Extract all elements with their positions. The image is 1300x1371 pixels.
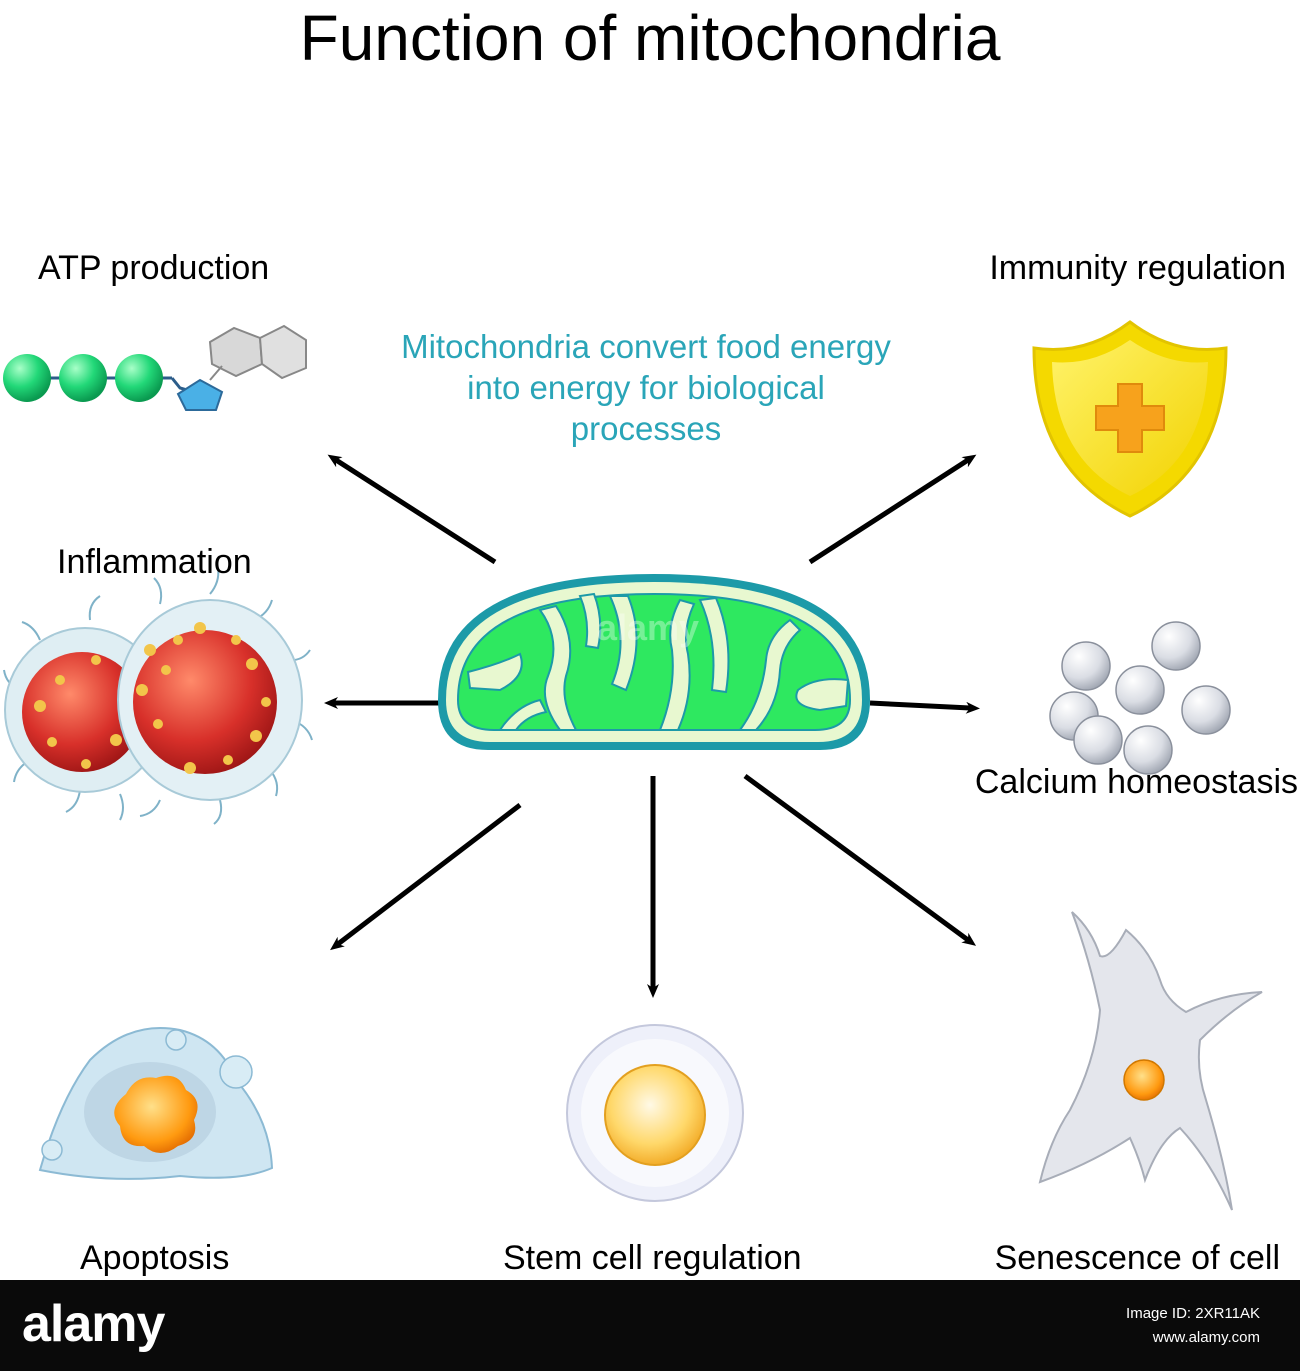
- arrows: [324, 454, 980, 998]
- shield-icon: [1032, 320, 1228, 518]
- calcium-ions-icon: [1049, 621, 1231, 775]
- atp-molecule-icon: [3, 324, 307, 411]
- label-immunity-regulation: Immunity regulation: [989, 249, 1286, 287]
- footer-bar: alamy Image ID: 2XR11AK www.alamy.com: [0, 1280, 1300, 1371]
- label-stem-cell-regulation: Stem cell regulation: [503, 1239, 802, 1277]
- arrow-to-senescence: [743, 773, 977, 946]
- label-atp-production: ATP production: [38, 249, 270, 287]
- label-inflammation: Inflammation: [57, 543, 252, 581]
- diagram-artwork: alamy: [3, 320, 1263, 1211]
- arrow-to-calcium: [869, 700, 980, 714]
- arrow-to-atp: [327, 454, 497, 565]
- label-apoptosis: Apoptosis: [80, 1239, 230, 1277]
- senescent-cell-icon: [1038, 911, 1263, 1211]
- label-calcium-homeostasis: Calcium homeostasis: [974, 763, 1298, 801]
- diagram: Function of mitochondria: [3, 2, 1298, 1277]
- diagram-title: Function of mitochondria: [299, 2, 1001, 74]
- mitochondrion-icon: alamy: [438, 574, 870, 750]
- stem-cell-icon: [566, 1024, 744, 1202]
- label-senescence-of-cell: Senescence of cell: [994, 1239, 1280, 1277]
- image-meta: Image ID: 2XR11AK www.alamy.com: [1126, 1302, 1260, 1350]
- arrow-to-apoptosis: [330, 803, 522, 951]
- arrow-to-immunity: [808, 454, 977, 565]
- brand-logo: alamy: [22, 1295, 165, 1353]
- watermark-text: alamy: [597, 607, 699, 648]
- immune-cells-icon: [3, 567, 313, 825]
- center-caption: Mitochondria convert food energy into en…: [401, 328, 891, 447]
- apoptotic-cell-icon: [38, 1027, 274, 1180]
- image-id: Image ID: 2XR11AK: [1126, 1305, 1260, 1322]
- site-url: www.alamy.com: [1152, 1329, 1260, 1346]
